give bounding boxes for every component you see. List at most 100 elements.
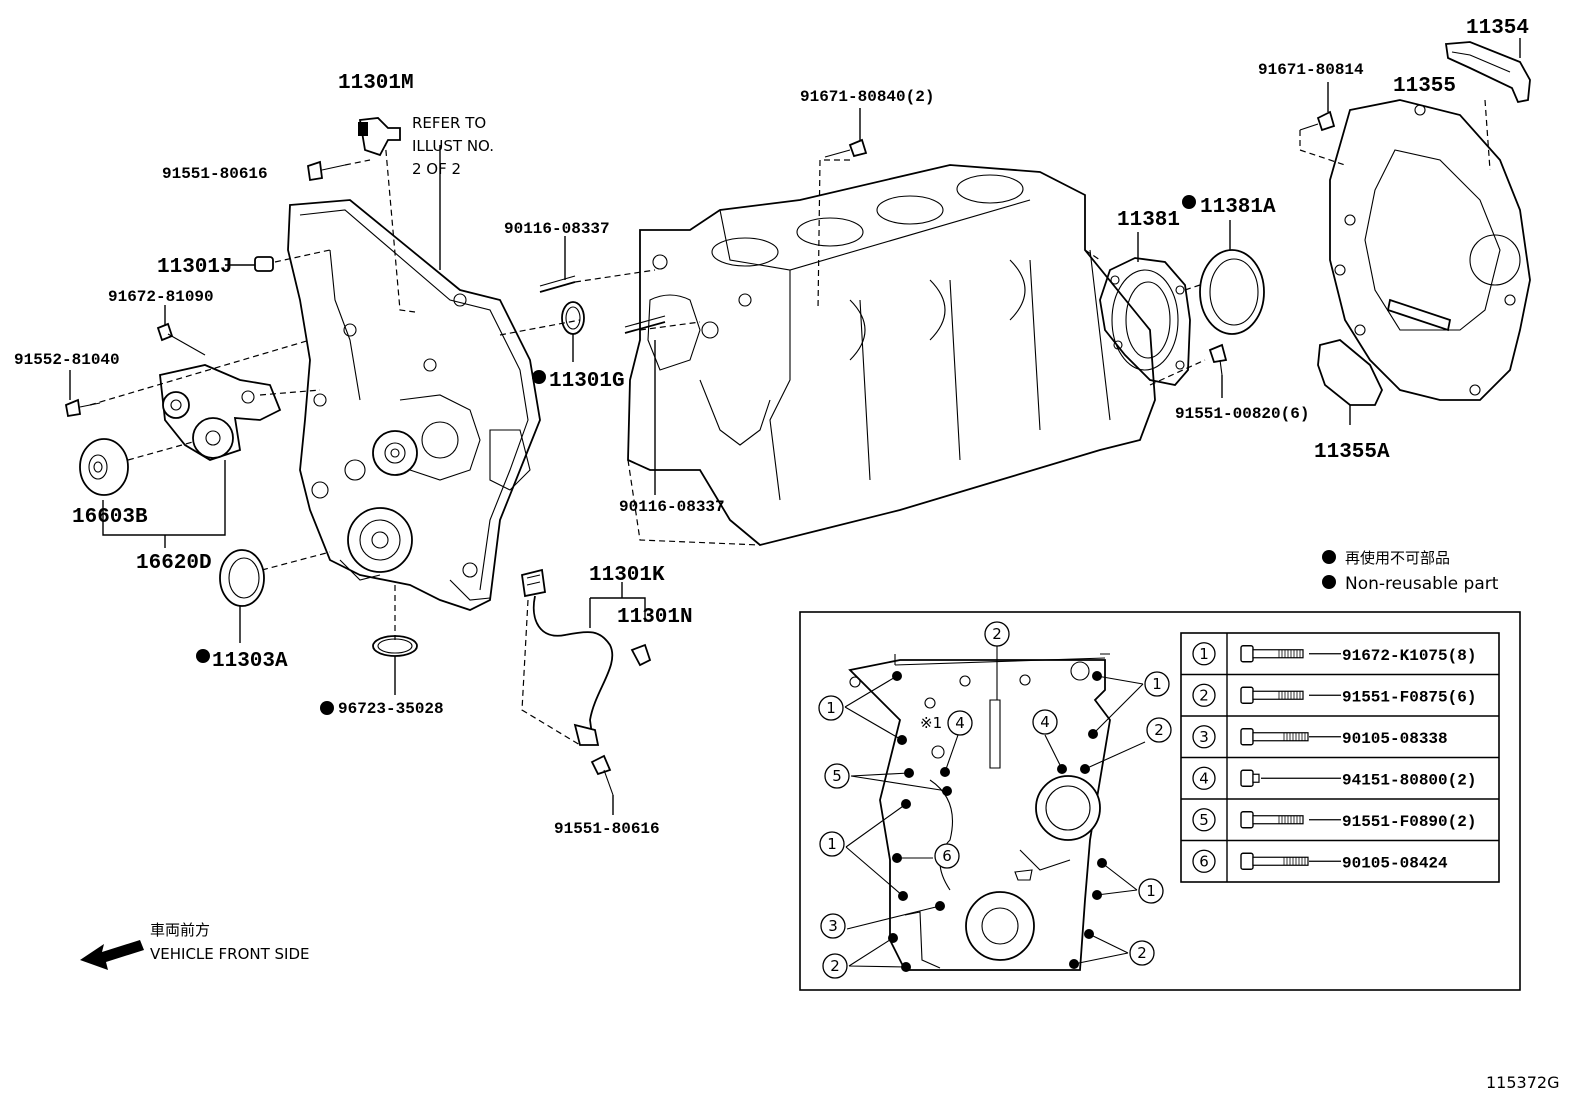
label-91671-80814: 91671-80814 (1258, 61, 1364, 79)
legend-dot-en (1322, 575, 1336, 589)
svg-text:1: 1 (1146, 882, 1156, 900)
bolt-icon (1240, 686, 1304, 704)
svg-text:2: 2 (992, 625, 1002, 643)
label-91551-80616-bottom: 91551-80616 (554, 820, 660, 838)
stud-bolt-top (539, 236, 576, 293)
bolt-table-row: 4 94151-80800(2) (1192, 766, 1476, 790)
crankshaft-oil-seal-front (219, 549, 265, 643)
label-11301G: 11301G (549, 370, 625, 393)
refer-note-line2: ILLUST NO. (412, 137, 494, 155)
callout-1: 1 (1138, 878, 1164, 904)
bolt-table-part-number: 94151-80800(2) (1342, 771, 1476, 789)
inset-cover-sketch (848, 653, 1111, 971)
bolt-table-num: 4 (1199, 769, 1209, 787)
svg-text:4: 4 (1040, 713, 1050, 731)
non-reusable-marker (1182, 195, 1196, 209)
label-16620D: 16620D (136, 552, 212, 575)
svg-text:2: 2 (1137, 944, 1147, 962)
refer-note-line3: 2 OF 2 (412, 160, 461, 178)
label-11381A: 11381A (1200, 196, 1276, 219)
belt-tensioner-assembly (159, 364, 282, 461)
timing-chain-cover (287, 199, 541, 611)
bolt-table-row: 2 91551-F0875(6) (1192, 683, 1476, 707)
label-11303A: 11303A (212, 650, 288, 673)
callout-2: 2 (1129, 940, 1155, 966)
label-11301N: 11301N (617, 606, 693, 629)
label-16603B: 16603B (72, 506, 148, 529)
bolt-icon (1240, 728, 1309, 746)
front-label-jp: 車両前方 (150, 921, 210, 939)
front-label-en: VEHICLE FRONT SIDE (150, 945, 310, 963)
label-91671-80840: 91671-80840(2) (800, 88, 934, 106)
callout-1: 1 (1144, 671, 1170, 697)
non-reusable-marker (320, 701, 334, 715)
bolt-91551-80616-top (307, 160, 346, 182)
bolt-91552-81040 (64, 370, 101, 418)
svg-text:1: 1 (826, 699, 836, 717)
legend-en: Non-reusable part (1345, 574, 1499, 594)
label-91672-81090: 91672-81090 (108, 288, 214, 306)
inset-callout-leaders (844, 646, 1146, 968)
callout-1: 1 (819, 831, 845, 857)
end-plate-bracket (1444, 38, 1531, 104)
o-ring-11301G (561, 301, 585, 362)
bolt-91671-80840 (824, 108, 868, 158)
non-reusable-marker (532, 370, 546, 384)
reference-mark: ※1 (920, 714, 942, 732)
bolt-icon (1240, 852, 1309, 870)
bolt-91671-80814 (1299, 82, 1336, 132)
label-11355: 11355 (1393, 75, 1456, 98)
cam-position-sensor (358, 117, 401, 157)
svg-text:1: 1 (827, 835, 837, 853)
callout-4: 4 (947, 710, 973, 736)
callout-2: 2 (984, 621, 1010, 647)
bolt-table-num: 3 (1199, 728, 1209, 746)
label-11301M: 11301M (338, 72, 414, 95)
bolt-table-num: 6 (1199, 852, 1209, 870)
label-91552-81040: 91552-81040 (14, 351, 120, 369)
callout-3: 3 (820, 913, 846, 939)
label-90116-08337-top: 90116-08337 (504, 220, 610, 238)
label-91551-80616-top: 91551-80616 (162, 165, 268, 183)
rear-oil-seal-retainer (1099, 232, 1191, 386)
bolt-table-part-number: 91672-K1075(8) (1342, 647, 1476, 665)
o-ring-96723-35028 (372, 635, 418, 695)
bolt-table-row: 6 90105-08424 (1192, 849, 1448, 873)
svg-text:4: 4 (955, 714, 965, 732)
callout-5: 5 (824, 763, 850, 789)
bolt-table-part-number: 90105-08338 (1342, 730, 1448, 748)
idler-pulley (79, 438, 129, 496)
crank-position-sensor-harness (520, 568, 652, 746)
bolt-icon (1240, 645, 1304, 663)
bolt-91672-81090 (156, 305, 206, 356)
bolt-table-row: 3 90105-08338 (1192, 725, 1448, 749)
bolt-table-part-number: 91551-F0875(6) (1342, 688, 1476, 706)
stud-bolt-bottom (624, 315, 666, 334)
label-11381: 11381 (1117, 209, 1180, 232)
bolt-table-part-number: 90105-08424 (1342, 854, 1448, 872)
cylinder-block (627, 164, 1156, 546)
legend-jp: 再使用不可部品 (1345, 549, 1450, 567)
refer-note-line1: REFER TO (412, 114, 486, 132)
callout-1: 1 (818, 695, 844, 721)
illustration-number: 115372G (1486, 1073, 1559, 1092)
non-reusable-marker (196, 649, 210, 663)
plug-11301J (225, 256, 274, 272)
end-plate (1329, 99, 1531, 401)
nut-icon (1240, 769, 1260, 787)
bolt-icon (1240, 811, 1304, 829)
callout-4: 4 (1032, 709, 1058, 735)
callout-6: 6 (934, 843, 960, 869)
bolt-table-num: 2 (1199, 686, 1209, 704)
vehicle-front-arrow-icon (80, 940, 144, 970)
svg-text:2: 2 (830, 957, 840, 975)
label-11301K: 11301K (589, 564, 665, 587)
svg-text:1: 1 (1152, 675, 1162, 693)
end-plate-cover (1317, 339, 1383, 425)
svg-text:2: 2 (1154, 721, 1164, 739)
label-91551-00820: 91551-00820(6) (1175, 405, 1309, 423)
callout-2: 2 (1146, 717, 1172, 743)
